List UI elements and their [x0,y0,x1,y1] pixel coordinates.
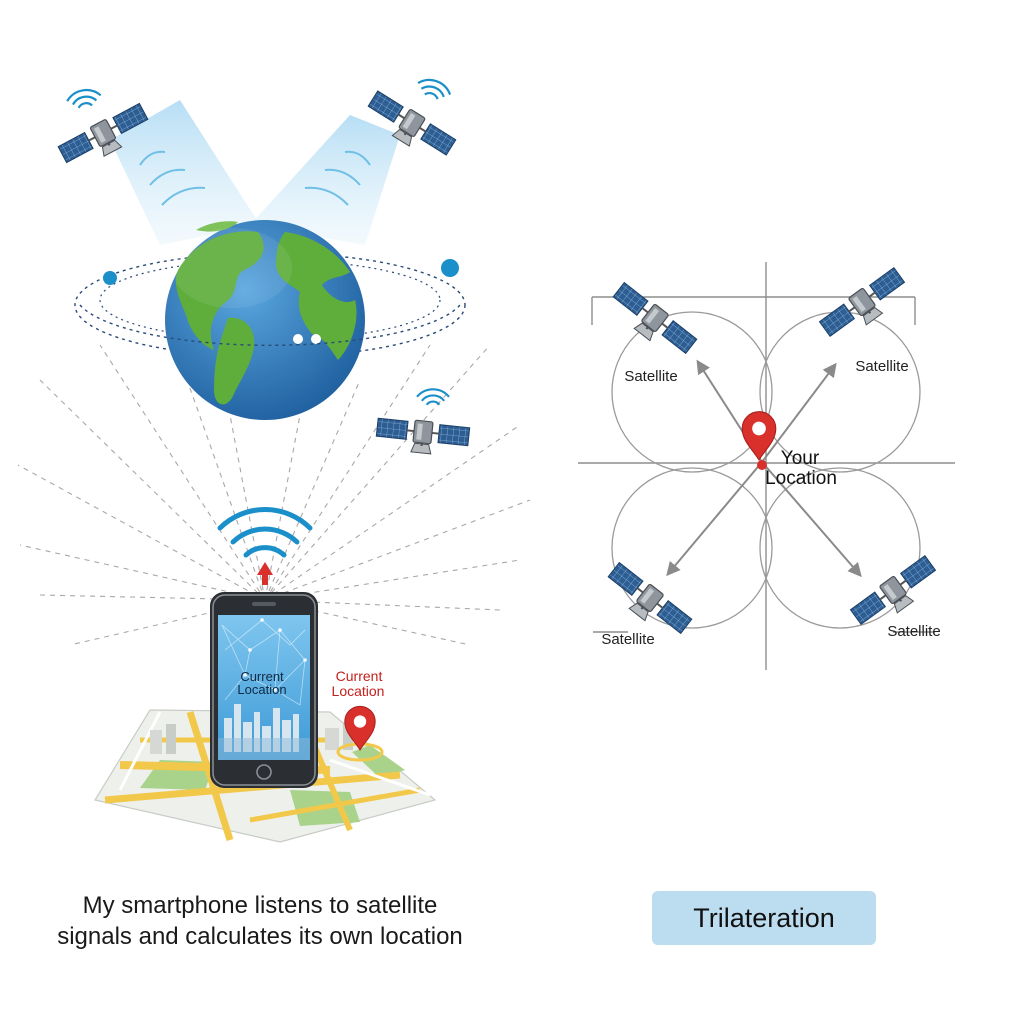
satellite-icon [374,415,471,459]
globe-icon [165,220,365,420]
your-location-label-2: Location [765,468,837,489]
map-location-label-2: Location [332,683,385,699]
trilateration-title: Trilateration [693,902,835,933]
distance-arrow-3 [666,461,763,577]
satellite-label-3: Satellite [601,631,654,648]
wifi-signal-icon [414,74,454,104]
phone-screen-label-2: Location [237,682,286,697]
satellite-label-4: Satellite [887,623,940,640]
distance-arrow-4 [761,461,862,578]
wifi-signal-icon [217,507,313,558]
signal-beam-left [110,100,260,245]
left-illustration: Current Location [17,74,531,843]
phone-screen-label-1: Current [240,669,284,684]
satellite-label-2: Satellite [855,358,908,375]
range-circle-3 [611,467,773,629]
wifi-signal-icon [64,86,104,111]
caption-line-1: My smartphone listens to satellite [82,892,438,919]
smartphone-icon: Current Location [210,592,318,788]
satellite-icon [817,265,913,348]
range-circle-1 [611,311,773,473]
satellite-label-1: Satellite [624,368,677,385]
satellite-icon [604,280,700,364]
orbit-node-left [103,271,117,285]
caption-line-2: signals and calculates its own location [57,923,463,950]
trilateration-title-badge: Trilateration [652,891,876,945]
map-location-label-1: Current [336,668,383,684]
upload-arrow-icon [257,562,273,585]
location-pin-icon [741,411,777,461]
your-location-label-1: Your [781,448,820,469]
signal-beam-right [250,115,400,245]
orbit-node-right [441,259,459,277]
trilateration-diagram: Satellite Satellite Satellite Satellite … [578,262,955,670]
distance-arrow-2 [761,362,837,463]
range-circle-4 [759,467,921,629]
left-caption: My smartphone listens to satellite signa… [40,890,480,952]
